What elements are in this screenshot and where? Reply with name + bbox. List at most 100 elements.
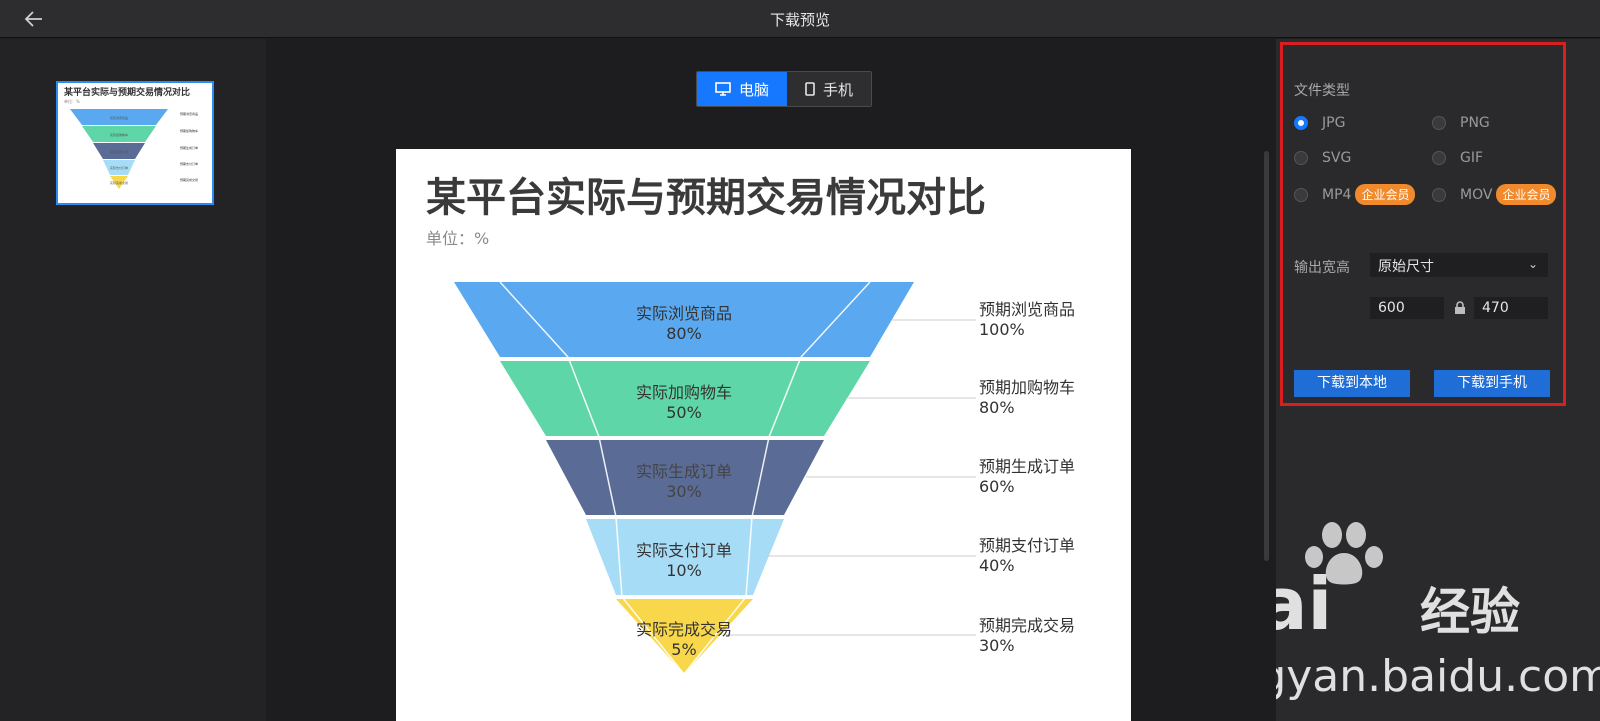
radio-jpg-label: JPG	[1322, 115, 1346, 131]
funnel-chart: 某平台实际与预期交易情况对比 单位：% 预期浏览商品 100% 预期加购物车 8…	[426, 175, 1075, 675]
expected-name-4: 预期支付订单	[979, 536, 1075, 555]
thumb-unit: 单位：%	[64, 98, 80, 104]
funnel-layer-5	[616, 599, 753, 674]
radio-gif-indicator[interactable]	[1432, 151, 1446, 165]
back-arrow-icon[interactable]	[22, 8, 46, 30]
pc-view-button[interactable]: 电脑	[697, 72, 788, 106]
monitor-icon	[715, 82, 731, 96]
radio-jpg[interactable]: JPG	[1294, 115, 1345, 131]
mobile-view-label: 手机	[823, 80, 854, 99]
watermark-url: jingyan.baidu.com	[1276, 651, 1600, 702]
radio-jpg-indicator[interactable]	[1294, 116, 1308, 130]
page-title: 下载预览	[769, 11, 830, 29]
mobile-view-button[interactable]: 手机	[787, 72, 872, 106]
output-size-label: 输出宽高	[1294, 260, 1350, 276]
expected-outline-right	[683, 281, 871, 675]
radio-png-indicator[interactable]	[1432, 116, 1446, 130]
size-select-value: 原始尺寸	[1378, 259, 1434, 275]
expected-labels: 预期浏览商品 100% 预期加购物车 80% 预期生成订单 60% 预期支付订单…	[726, 300, 1075, 655]
actual-value-5: 5%	[671, 640, 696, 659]
actual-labels: 实际浏览商品 80% 实际加购物车 50% 实际生成订单 30% 实际支付订单 …	[636, 304, 732, 659]
thumb-actual-5: 实际完成交易	[110, 180, 128, 185]
radio-mov[interactable]: MOV 企业会员	[1432, 184, 1557, 205]
chevron-down-icon: ⌄	[1527, 257, 1538, 271]
actual-value-3: 30%	[666, 482, 702, 501]
expected-name-2: 预期加购物车	[979, 378, 1075, 397]
slide-thumbnail[interactable]: 某平台实际与预期交易情况对比 单位：% 实际浏览商品 实际加购物车 实际生成订单…	[56, 81, 214, 205]
actual-name-4: 实际支付订单	[636, 541, 732, 560]
phone-icon	[805, 82, 815, 96]
top-bar: 下载预览	[0, 0, 1600, 38]
expected-outline-left	[499, 281, 685, 675]
thumb-actual-3: 实际生成订单	[110, 149, 128, 154]
thumb-expected-3: 预期生成订单	[180, 145, 198, 150]
radio-mp4-label: MP4	[1322, 186, 1352, 203]
radio-png-label: PNG	[1460, 115, 1490, 131]
thumb-funnel-3	[93, 143, 145, 159]
actual-value-2: 50%	[666, 403, 702, 422]
actual-name-3: 实际生成订单	[636, 462, 732, 481]
radio-mp4[interactable]: MP4 企业会员	[1294, 184, 1416, 205]
thumb-expected-5: 预期完成交易	[180, 177, 198, 182]
actual-name-2: 实际加购物车	[636, 383, 732, 402]
radio-svg-indicator[interactable]	[1294, 151, 1308, 165]
funnel-layer-4	[586, 519, 784, 595]
radio-mov-label: MOV	[1460, 186, 1493, 203]
preview-scrollbar[interactable]	[1264, 151, 1269, 561]
watermark-brand-right: 经验	[1420, 583, 1520, 641]
actual-name-1: 实际浏览商品	[636, 304, 732, 323]
height-input[interactable]	[1474, 297, 1548, 319]
paw-logo-icon	[1305, 522, 1383, 585]
chart-unit: 单位：%	[426, 229, 489, 248]
download-mobile-button[interactable]: 下载到手机	[1434, 370, 1550, 397]
radio-mp4-indicator[interactable]	[1294, 187, 1308, 202]
funnel-layer-3	[546, 440, 824, 515]
thumb-expected-1: 预期浏览商品	[180, 111, 198, 116]
file-type-label: 文件类型	[1294, 83, 1350, 99]
width-input[interactable]	[1370, 297, 1444, 319]
thumb-funnel-2	[82, 126, 156, 142]
radio-svg[interactable]: SVG	[1294, 150, 1351, 166]
expected-value-2: 80%	[979, 398, 1015, 417]
thumb-expected-4: 预期支付订单	[180, 161, 198, 166]
radio-gif[interactable]: GIF	[1432, 150, 1483, 166]
actual-name-5: 实际完成交易	[636, 620, 732, 639]
thumb-actual-1: 实际浏览商品	[110, 115, 128, 120]
actual-value-4: 10%	[666, 561, 702, 580]
thumb-expected-2: 预期加购物车	[180, 128, 198, 133]
lock-icon[interactable]	[1454, 301, 1466, 315]
thumb-title: 某平台实际与预期交易情况对比	[64, 86, 190, 98]
actual-value-1: 80%	[666, 324, 702, 343]
expected-value-5: 30%	[979, 636, 1015, 655]
size-select[interactable]: 原始尺寸 ⌄	[1370, 253, 1548, 277]
funnel-layer-1	[454, 282, 914, 357]
expected-value-1: 100%	[979, 320, 1025, 339]
thumb-funnel-4	[103, 160, 135, 175]
expected-value-4: 40%	[979, 556, 1015, 575]
expected-name-5: 预期完成交易	[979, 616, 1075, 635]
radio-svg-label: SVG	[1322, 150, 1352, 166]
device-toggle: 电脑 手机	[696, 71, 873, 107]
pc-view-label: 电脑	[739, 80, 770, 99]
enterprise-badge-mp4: 企业会员	[1355, 184, 1416, 205]
expected-value-3: 60%	[979, 477, 1015, 496]
watermark-brand-left: Bai	[1276, 562, 1332, 646]
thumbnail-chart: 某平台实际与预期交易情况对比 单位：% 实际浏览商品 实际加购物车 实际生成订单…	[64, 86, 198, 189]
chart-title: 某平台实际与预期交易情况对比	[426, 175, 986, 221]
thumb-funnel-5	[110, 176, 128, 189]
export-settings-panel: 文件类型 JPG PNG SVG GIF MP4 企业会员 MOV 企业会员 输…	[1276, 39, 1600, 721]
enterprise-badge-mov: 企业会员	[1496, 184, 1557, 205]
radio-gif-label: GIF	[1460, 150, 1484, 166]
thumb-actual-4: 实际支付订单	[110, 165, 128, 170]
expected-name-1: 预期浏览商品	[979, 300, 1075, 319]
highlight-frame	[1280, 42, 1566, 406]
baidu-watermark: Bai 经验 jingyan.baidu.com	[1276, 522, 1600, 702]
preview-area: 电脑 手机 某平台实际与预期交易情况对比 单位：% 预期浏览商品	[266, 39, 1276, 721]
expected-name-3: 预期生成订单	[979, 457, 1075, 476]
download-local-button[interactable]: 下载到本地	[1294, 370, 1410, 397]
thumbnail-panel: 某平台实际与预期交易情况对比 单位：% 实际浏览商品 实际加购物车 实际生成订单…	[0, 39, 266, 721]
thumb-actual-2: 实际加购物车	[110, 132, 128, 137]
radio-mov-indicator[interactable]	[1432, 187, 1446, 202]
chart-canvas: 某平台实际与预期交易情况对比 单位：% 预期浏览商品 100% 预期加购物车 8…	[396, 149, 1131, 721]
radio-png[interactable]: PNG	[1432, 115, 1490, 131]
